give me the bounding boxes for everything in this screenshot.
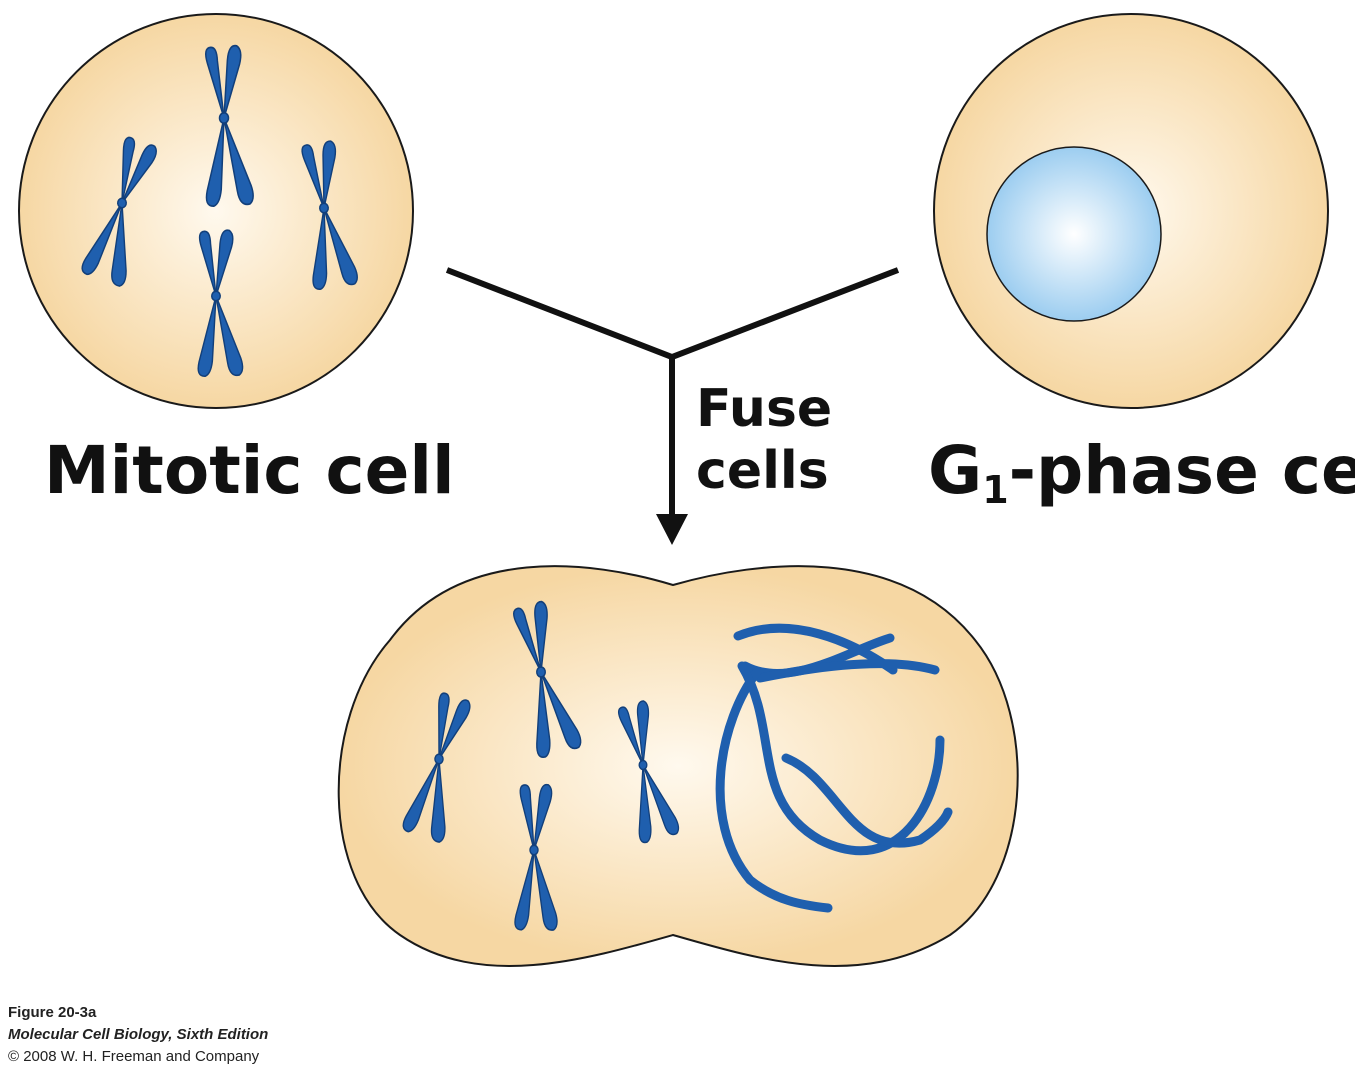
chromatin-fibers <box>715 623 953 913</box>
copyright: © 2008 W. H. Freeman and Company <box>8 1048 260 1065</box>
figure-caption: Figure 20-3a Molecular Cell Biology, Six… <box>8 1002 268 1068</box>
nucleus <box>986 146 1162 322</box>
g1-prefix: G <box>928 432 983 509</box>
mitotic-cell <box>18 13 414 409</box>
arrow-head-icon <box>656 514 688 545</box>
g1-phase-cell-label: G1-phase cell <box>928 432 1355 512</box>
mitotic-cell-label: Mitotic cell <box>44 432 455 509</box>
g1-phase-cell <box>933 13 1329 409</box>
book-title: Molecular Cell Biology, Sixth Edition <box>8 1026 269 1043</box>
fused-cell <box>337 565 1019 967</box>
fuse-cells-label: Fuse cells <box>696 378 832 502</box>
g1-subscript: 1 <box>982 468 1009 512</box>
fuse-line1: Fuse <box>696 379 833 439</box>
fuse-line2: cells <box>696 441 829 501</box>
fusion-arrow <box>445 267 900 545</box>
figure-number: Figure 20-3a <box>8 1004 97 1021</box>
g1-suffix: -phase cell <box>1008 432 1355 509</box>
